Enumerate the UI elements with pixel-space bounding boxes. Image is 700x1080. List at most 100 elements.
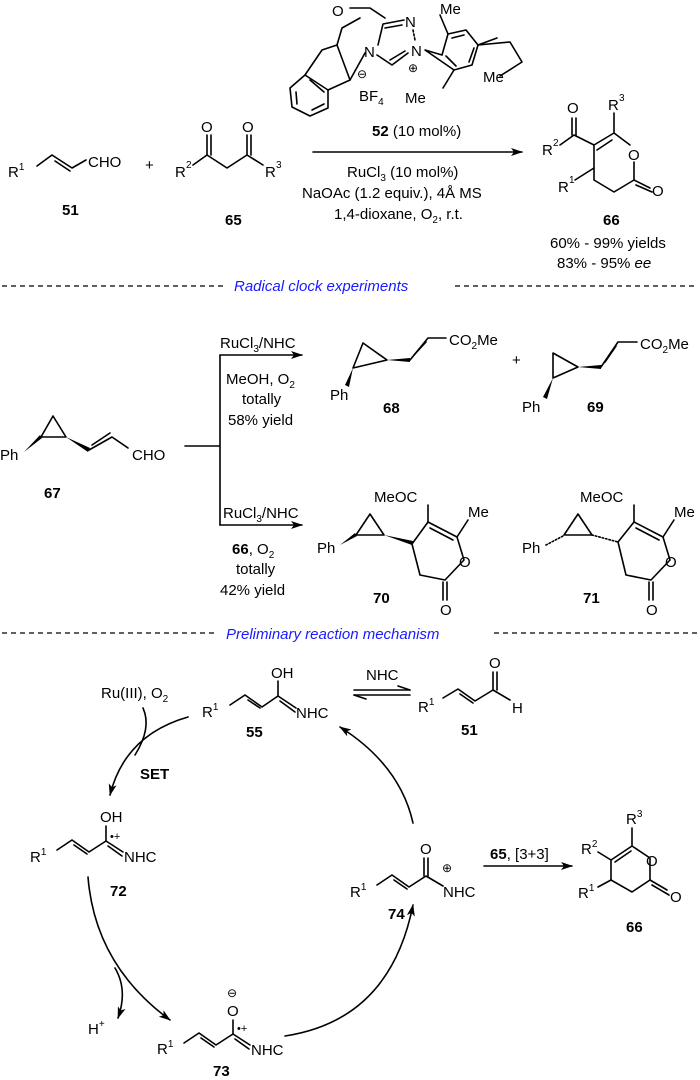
oxygen-label: O xyxy=(420,841,432,858)
condition-line: RuCl3/NHC xyxy=(223,505,299,525)
nhc-label: NHC xyxy=(296,705,329,722)
compound-label-66: 66 xyxy=(603,212,620,229)
reaction-conditions: RuCl3 (10 mol%) NaOAc (1.2 equiv.), 4Å M… xyxy=(302,164,482,226)
oxygen-label: O xyxy=(670,889,682,906)
catalyst-52: O N N N ⊕ Me Me Me ⊖ BF4 52 (10 mol%) xyxy=(289,1,523,140)
proton-label: H+ xyxy=(88,1019,105,1038)
r2-label: R2 xyxy=(581,839,598,858)
methyl-label: Me xyxy=(483,69,504,86)
compound-69: Ph CO2Me 69 xyxy=(522,336,689,416)
upper-conditions: RuCl3/NHC MeOH, O2 totally 58% yield xyxy=(220,335,296,429)
set-label: SET xyxy=(140,766,169,783)
intermediate-73: R1 O ⊖ •+ NHC 73 xyxy=(157,986,284,1080)
compound-label-70: 70 xyxy=(373,590,390,607)
r1-label: R1 xyxy=(202,702,219,721)
r1-label: R1 xyxy=(418,697,435,716)
compound-label-69: 69 xyxy=(587,399,604,416)
oxygen-label: O xyxy=(459,554,471,571)
condition-line: 1,4-dioxane, O2, r.t. xyxy=(334,206,463,226)
r3-label: R xyxy=(608,97,619,114)
r2-label: R xyxy=(175,164,186,181)
condition-line: totally xyxy=(236,561,276,578)
oxygen-label: O xyxy=(646,602,658,619)
plus-sign: + xyxy=(145,157,154,174)
oxygen-label: O xyxy=(489,655,501,672)
condition-line: RuCl3 (10 mol%) xyxy=(347,164,458,184)
intermediate-55: R1 OH NHC 55 xyxy=(202,665,329,741)
r2-label: R xyxy=(542,142,553,159)
oxidant-arrow xyxy=(134,707,147,756)
oxygen-label: O xyxy=(665,554,677,571)
compound-label-65: 65 xyxy=(225,212,242,229)
r2-sup: 2 xyxy=(186,160,192,171)
plus-charge: ⊕ xyxy=(408,61,418,75)
hydroxyl-label: OH xyxy=(100,809,123,826)
oxygen-label: O xyxy=(440,602,452,619)
yield-text: 42% yield xyxy=(220,582,285,599)
hydrogen-label: H xyxy=(512,700,523,717)
oxidant-label: Ru(III), O2 xyxy=(101,685,169,705)
intermediate-74: R1 O ⊕ NHC 74 xyxy=(350,841,476,923)
nitrogen-label: N xyxy=(364,44,375,61)
lower-conditions: RuCl3/NHC 66, O2 totally 42% yield xyxy=(220,505,299,599)
product-66-mechanism: R2 R3 O O R1 66 xyxy=(578,809,682,936)
nhc-reagent-label: NHC xyxy=(366,667,399,684)
methyl-label: Me xyxy=(674,504,695,521)
aldehyde-51: R1 O H 51 xyxy=(418,655,523,739)
compound-label-68: 68 xyxy=(383,400,400,417)
intermediate-72: R1 OH •+ NHC 72 xyxy=(30,809,157,900)
oxygen-label: O xyxy=(652,183,664,200)
r1-label: R1 xyxy=(30,847,47,866)
compound-label-66: 66 xyxy=(626,919,643,936)
oxygen-label: O xyxy=(646,853,658,870)
equilibrium-arrows xyxy=(353,685,411,700)
nitrogen-label: N xyxy=(405,14,416,31)
compound-70: Ph MeOC Me O O 70 xyxy=(317,489,489,619)
oxygen-label: O xyxy=(567,100,579,117)
methyl-label: Me xyxy=(405,90,426,107)
r2-sup: 2 xyxy=(553,138,559,149)
compound-66: O R 2 R 3 O O R 1 66 60% - 99% yields 83… xyxy=(542,93,666,272)
phenyl-label: Ph xyxy=(522,399,540,416)
phenyl-label: Ph xyxy=(317,540,335,557)
compound-label-55: 55 xyxy=(246,724,263,741)
counterion: BF4 xyxy=(359,88,384,108)
compound-label-51: 51 xyxy=(461,722,478,739)
r1-label: R1 xyxy=(157,1039,174,1058)
compound-label-74: 74 xyxy=(388,906,405,923)
radical-cation-marker: •+ xyxy=(237,1023,247,1035)
methyl-label: Me xyxy=(468,504,489,521)
condition-line: RuCl3/NHC xyxy=(220,335,296,355)
phenyl-label: Ph xyxy=(522,540,540,557)
compound-51: R1 CHO 51 xyxy=(8,154,121,219)
compound-68: Ph CO2Me 68 xyxy=(330,332,498,417)
compound-label-71: 71 xyxy=(583,590,600,607)
oxygen-label: O xyxy=(242,119,254,136)
compound-71: Ph MeOC Me O O 71 xyxy=(522,489,695,619)
minus-charge: ⊖ xyxy=(227,986,237,1000)
annulation-label: 65, [3+3] xyxy=(490,846,549,863)
r3-sup: 3 xyxy=(619,93,625,104)
ester-group: CO2Me xyxy=(640,336,689,356)
r1-label: R1 xyxy=(8,162,25,181)
plus-charge: ⊕ xyxy=(442,861,452,875)
ee-range: 83% - 95% ee xyxy=(557,255,651,272)
condition-line: 66, O2 xyxy=(232,541,275,561)
hydroxyl-label: OH xyxy=(271,665,294,682)
compound-label-72: 72 xyxy=(110,883,127,900)
phenyl-label: Ph xyxy=(0,447,18,464)
compound-65: R 2 O O R 3 65 xyxy=(175,119,282,229)
nhc-label: NHC xyxy=(251,1042,284,1059)
catalyst-label: 52 (10 mol%) xyxy=(372,123,461,140)
r3-label: R3 xyxy=(626,809,643,828)
r1-sup: 1 xyxy=(569,175,575,186)
oxygen-label: O xyxy=(628,147,640,164)
compound-label-51: 51 xyxy=(62,202,79,219)
methyl-label: Me xyxy=(440,1,461,18)
r1-label: R1 xyxy=(350,882,367,901)
acyl-group: MeOC xyxy=(374,489,418,506)
r3-sup: 3 xyxy=(276,160,282,171)
yield-range: 60% - 99% yields xyxy=(550,235,666,252)
phenyl-label: Ph xyxy=(330,387,348,404)
